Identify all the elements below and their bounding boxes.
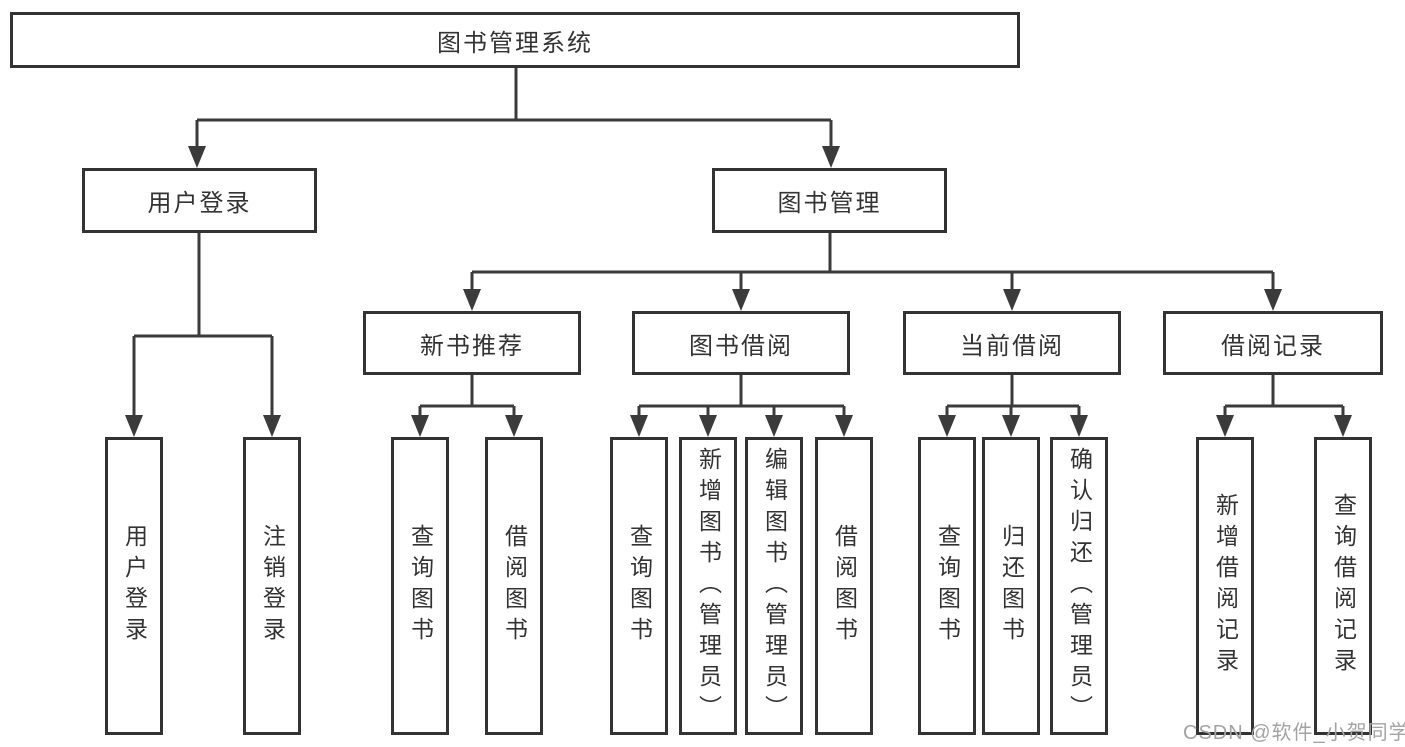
leaf-query-books-recommend: 查询图书 xyxy=(391,437,449,735)
leaf-borrow-books-recommend: 借阅图书 xyxy=(485,437,543,735)
node-current-borrow: 当前借阅 xyxy=(903,311,1121,375)
leaf-add-borrow-record: 新增借阅记录 xyxy=(1196,437,1254,735)
node-user-login-module: 用户登录 xyxy=(82,168,317,233)
leaf-query-borrow-record: 查询借阅记录 xyxy=(1314,437,1372,735)
leaf-query-books-borrow: 查询图书 xyxy=(610,437,668,735)
leaf-borrow-books: 借阅图书 xyxy=(815,437,873,735)
node-borrow-record: 借阅记录 xyxy=(1163,311,1383,375)
arrowhead-icons xyxy=(125,146,1352,437)
leaf-logout: 注销登录 xyxy=(243,437,301,735)
leaf-query-books-current: 查询图书 xyxy=(918,437,976,735)
leaf-return-books: 归还图书 xyxy=(982,437,1040,735)
leaf-user-login: 用户登录 xyxy=(105,437,163,735)
node-book-management-module: 图书管理 xyxy=(712,168,947,233)
leaf-edit-books-admin: 编辑图书（管理员） xyxy=(745,437,803,735)
node-root-system: 图书管理系统 xyxy=(10,12,1020,68)
leaf-add-books-admin: 新增图书（管理员） xyxy=(679,437,737,735)
node-book-borrow: 图书借阅 xyxy=(632,311,850,375)
csdn-watermark: CSDN @软件_小贺同学 xyxy=(1183,722,1405,744)
node-new-book-recommend: 新书推荐 xyxy=(363,311,581,375)
leaf-confirm-return-admin: 确认归还（管理员） xyxy=(1050,437,1108,735)
